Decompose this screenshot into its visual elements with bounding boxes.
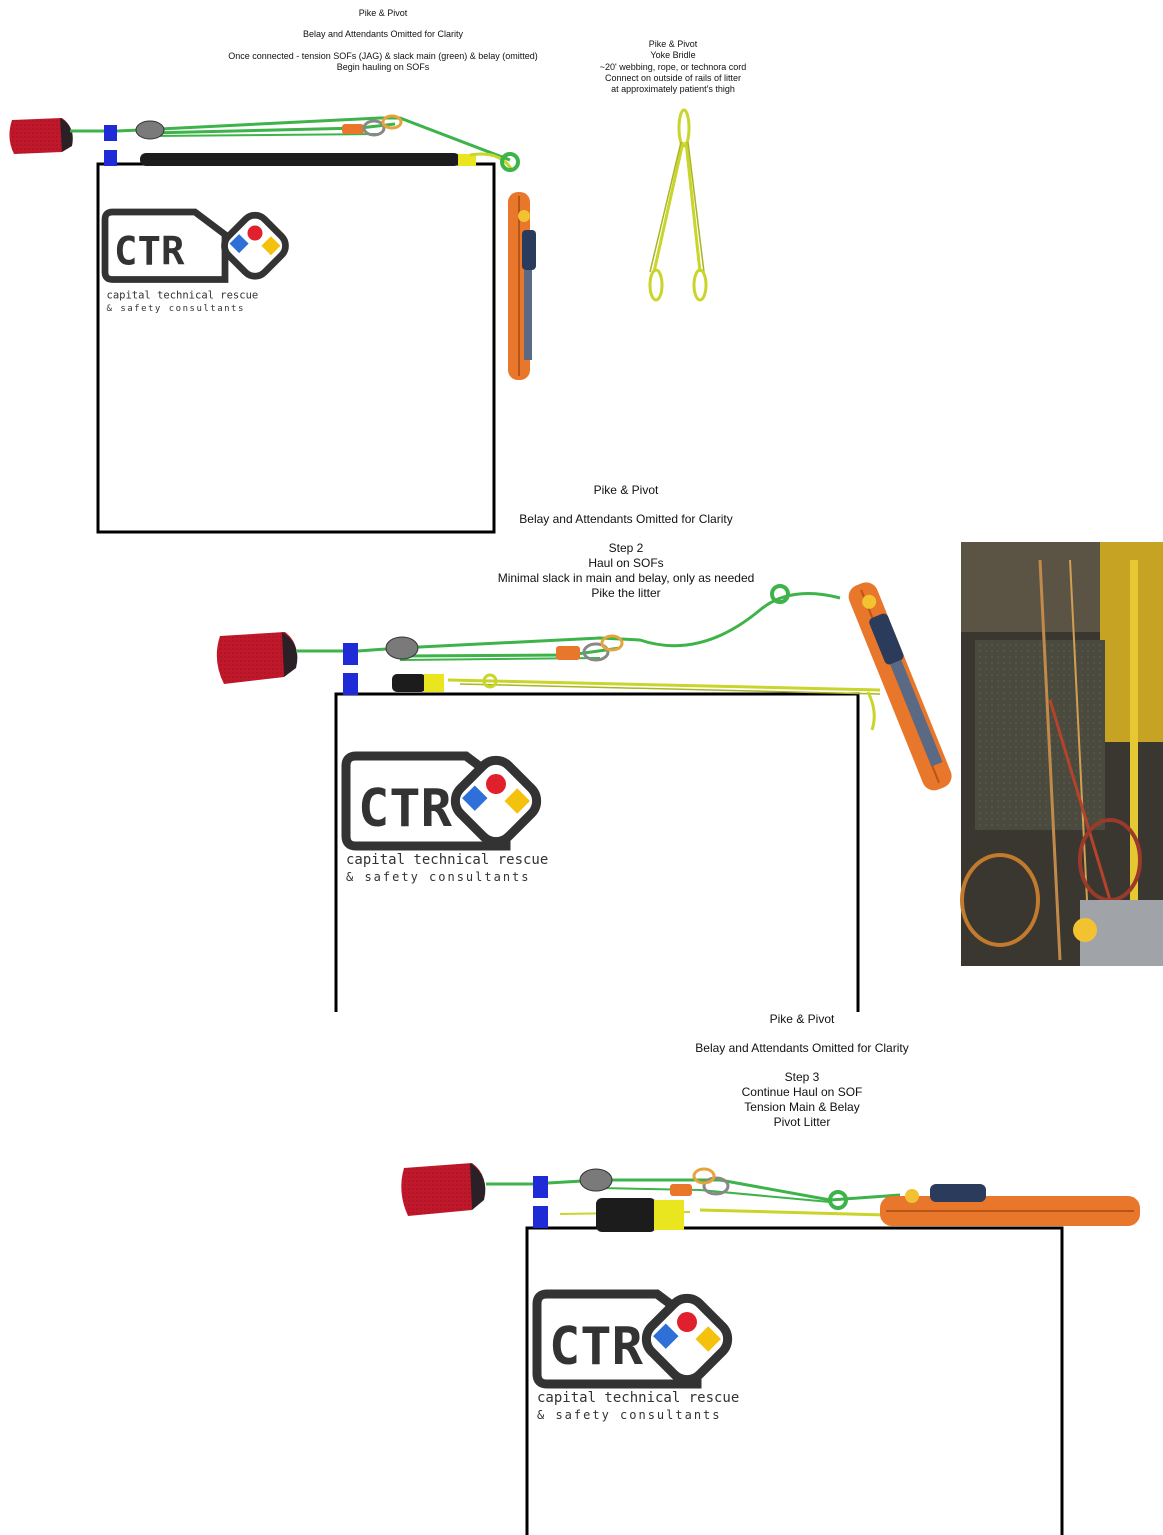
panel2-rope-bag bbox=[217, 632, 298, 684]
panel2-logo-mark: CTR bbox=[358, 779, 453, 839]
panel2-scene bbox=[217, 579, 955, 1012]
panel3-rope-bag bbox=[401, 1163, 485, 1216]
panel3-litter bbox=[880, 1184, 1140, 1226]
panel3-scene bbox=[401, 1163, 1140, 1535]
panel1-logo-line2: & safety consultants bbox=[107, 304, 245, 314]
panel3-logo-line2: & safety consultants bbox=[537, 1408, 722, 1422]
panel1-anchor-bottom bbox=[104, 150, 117, 166]
panel1-litter bbox=[508, 192, 536, 380]
panel2-logo-line1: capital technical rescue bbox=[346, 852, 548, 868]
panel1-rope-grab bbox=[136, 121, 164, 139]
panel2-anchor-bottom bbox=[343, 673, 358, 695]
panel1-anchor-top bbox=[104, 125, 117, 141]
panel3-anchor-bottom bbox=[533, 1206, 548, 1228]
yoke-bridle bbox=[650, 110, 706, 300]
panel2-main-line bbox=[296, 594, 840, 651]
panel2-rope-grab bbox=[386, 637, 418, 659]
panel2-litter bbox=[845, 579, 955, 794]
panel1-rope-bag bbox=[9, 118, 72, 154]
panel1-edge-pad bbox=[140, 153, 460, 166]
panel3-logo-mark: CTR bbox=[549, 1317, 644, 1377]
panel3-rope-grab bbox=[580, 1169, 612, 1191]
panel1-scene bbox=[9, 116, 536, 532]
panel1-logo-line1: capital technical rescue bbox=[107, 289, 259, 301]
panel2-logo-line2: & safety consultants bbox=[346, 870, 531, 884]
panel1-logo-mark: CTR bbox=[114, 230, 185, 275]
panel3-logo-line1: capital technical rescue bbox=[537, 1390, 739, 1406]
panel3-anchor-top bbox=[533, 1176, 548, 1198]
panel1-building bbox=[98, 164, 494, 532]
photo-icon bbox=[961, 542, 1163, 966]
panel2-anchor-top bbox=[343, 643, 358, 665]
panel2-haul-line bbox=[400, 648, 620, 656]
